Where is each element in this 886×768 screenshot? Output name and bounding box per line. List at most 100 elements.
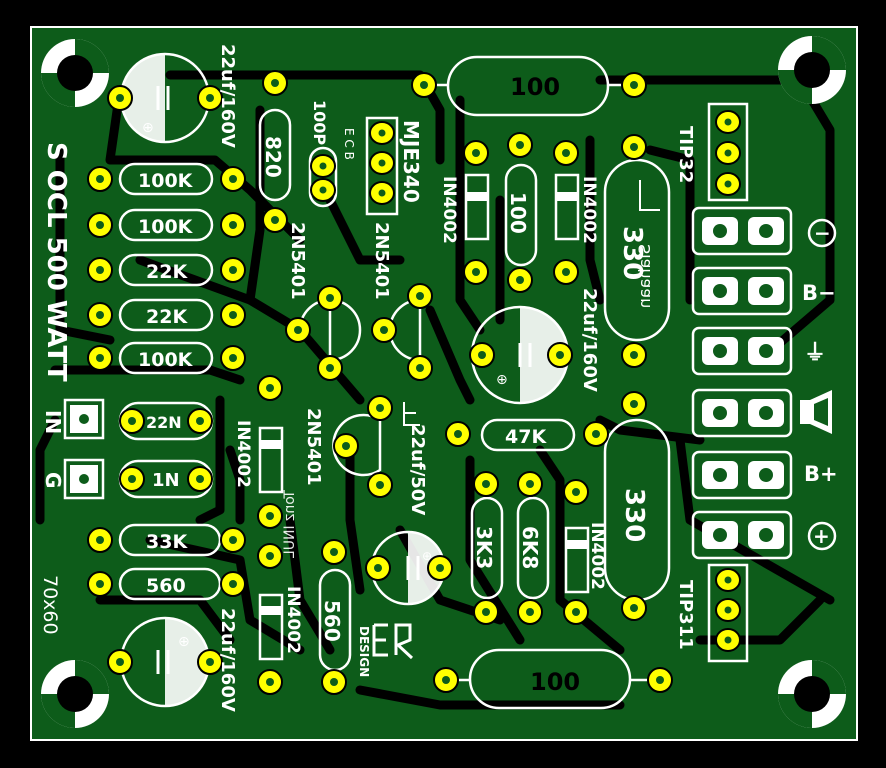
resistor-3k3-label: 3K3 <box>472 526 496 569</box>
terminal-hole <box>759 528 773 542</box>
pad-hole <box>376 481 384 489</box>
resistor-560-left-label: 560 <box>146 575 186 597</box>
mje340-label: MJE340 <box>399 120 423 203</box>
pad-hole <box>271 79 279 87</box>
tip311-label: TIP311 <box>675 580 696 650</box>
speaker-icon <box>800 390 832 434</box>
terminal-hole <box>759 284 773 298</box>
pad-hole <box>96 354 104 362</box>
resistor-820-label: 820 <box>261 136 285 178</box>
pad-hole <box>330 678 338 686</box>
capacitor-22uf-50v-label: 22uf/50V <box>407 424 428 515</box>
pad-hole <box>229 221 237 229</box>
minus-circle-icon <box>807 218 837 248</box>
terminal-hole <box>713 468 727 482</box>
transistor-q3-label: 2N5401 <box>303 408 324 486</box>
mounting-hole-top-right <box>778 36 846 104</box>
pad-hole <box>416 292 424 300</box>
pad-hole <box>592 430 600 438</box>
pad-hole <box>229 536 237 544</box>
pad-hole <box>472 149 480 157</box>
pad-hole <box>271 216 279 224</box>
pad-hole <box>656 676 664 684</box>
svg-text:⊕: ⊕ <box>142 120 154 136</box>
solder-pads <box>70 70 784 695</box>
pad-hole <box>630 143 638 151</box>
pad-hole <box>266 552 274 560</box>
terminal-minus-symbol: − <box>814 221 831 245</box>
resistor-100k-3-label: 100K <box>138 349 194 371</box>
pad-hole <box>516 276 524 284</box>
terminal-hole <box>713 528 727 542</box>
pad-hole <box>96 580 104 588</box>
diode-d2-label: IN4002 <box>579 176 599 244</box>
terminal-hole <box>713 284 727 298</box>
capacitor-22n-label: 22N <box>146 413 182 432</box>
pad-hole <box>630 81 638 89</box>
board-title: S OCL 500 WATT <box>41 142 71 382</box>
terminal-hole <box>759 468 773 482</box>
pad-hole <box>630 604 638 612</box>
capacitor-100p-label: 100P <box>310 100 329 145</box>
pad-hole <box>229 175 237 183</box>
mounting-hole-bottom-left <box>41 660 109 728</box>
pad-hole <box>516 141 524 149</box>
terminal-b-minus-label: B− <box>802 281 836 305</box>
mirrored-credit-label: Siahaan <box>635 244 654 308</box>
pad-hole <box>436 564 444 572</box>
pad-hole <box>326 294 334 302</box>
silkscreen-labels: S OCL 500 WATT 70x60 100 100 100K 100K 2… <box>39 44 838 712</box>
pad-hole <box>319 162 327 170</box>
pad-hole <box>724 149 732 157</box>
terminal-hole <box>759 224 773 238</box>
pad-hole <box>229 266 237 274</box>
pad-hole <box>196 417 204 425</box>
pad-hole <box>724 606 732 614</box>
pad-hole <box>454 430 462 438</box>
pad-hole <box>128 475 136 483</box>
pad-hole <box>96 536 104 544</box>
terminal-gnd-symbol: ⏚ <box>804 341 826 366</box>
diode-d1-label: IN4002 <box>439 176 459 244</box>
pad-hole <box>206 94 214 102</box>
resistor-820-body <box>258 108 292 202</box>
terminal-hole <box>713 406 727 420</box>
pad-hole <box>562 149 570 157</box>
pad-hole <box>330 548 338 556</box>
pad-hole <box>526 608 534 616</box>
diode-d3-label: IN4002 <box>233 420 253 488</box>
mounting-hole-bottom-right <box>778 660 846 728</box>
pad-hole <box>420 81 428 89</box>
pad-hole <box>266 678 274 686</box>
pad-hole <box>416 364 424 372</box>
design-mark-label: DESIGN <box>357 626 371 677</box>
pad-hole <box>442 676 450 684</box>
pad-hole <box>116 658 124 666</box>
mounting-holes <box>41 36 846 728</box>
pad-hole <box>378 189 386 197</box>
pad-hole <box>630 351 638 359</box>
resistor-100k-2-label: 100K <box>138 216 194 238</box>
pad-hole <box>724 180 732 188</box>
pad-hole <box>572 488 580 496</box>
terminal-hole <box>759 344 773 358</box>
design-logo-mirrored <box>403 180 660 426</box>
pad-hole <box>482 608 490 616</box>
svg-text:⊕: ⊕ <box>496 372 508 388</box>
pad-hole <box>96 175 104 183</box>
transistor-q1-label: 2N5401 <box>287 222 308 300</box>
pad-hole <box>229 354 237 362</box>
pad-hole <box>342 442 350 450</box>
pad-hole <box>116 94 124 102</box>
diode-d5-label: IN4002 <box>587 522 607 590</box>
mirrored-credit-2-label: Tonz INUL <box>282 489 298 558</box>
pad-hole <box>294 326 302 334</box>
pad-hole <box>724 636 732 644</box>
resistor-560-mid-label: 560 <box>320 600 344 642</box>
pad-hole <box>472 268 480 276</box>
pad-hole <box>724 118 732 126</box>
terminal-hole <box>713 224 727 238</box>
resistor-330-top-label: 330 <box>617 226 647 280</box>
capacitor-22uf-mid-label: 22uf/160V <box>579 288 600 392</box>
pad-hole <box>724 576 732 584</box>
